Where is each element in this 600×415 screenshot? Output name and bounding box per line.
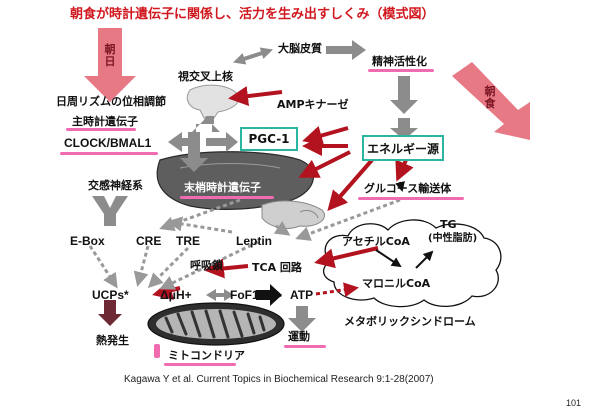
sympathetic-nerve-label: 交感神経系	[88, 179, 143, 192]
page-title: 朝食が時計遺伝子に関係し、活力を生み出すしくみ（模式図）	[70, 7, 435, 22]
heat-production-label: 熱発生	[96, 334, 129, 347]
scn-label: 視交叉上核	[178, 70, 233, 83]
circadian-phase-label: 日周リズムの位相調節	[56, 95, 166, 108]
cre-label: CRE	[136, 234, 162, 248]
energy-source-label: エネルギー源	[366, 141, 439, 156]
mitochondria-label: ミトコンドリア	[168, 349, 245, 362]
delta-mu-h-label: ΔμH+	[160, 288, 192, 302]
mitochondrion-drawing	[147, 302, 285, 346]
peripheral-clock-gene-label: 末梢時計遺伝子	[184, 181, 261, 194]
clock-bmal1-label: CLOCK/BMAL1	[64, 136, 152, 150]
page-number: 101	[566, 398, 582, 408]
dashed-gray-arrows	[88, 198, 401, 290]
underline-exercise	[284, 345, 326, 348]
underline-mitochondria	[164, 363, 236, 366]
cerebral-cortex-label: 大脳皮質	[278, 42, 322, 55]
atp-label: ATP	[290, 288, 314, 302]
tre-label: TRE	[176, 234, 200, 248]
pancreas-drawing	[261, 200, 325, 229]
metabolic-cloud	[323, 219, 502, 308]
underline-mental-activation	[368, 69, 434, 72]
citation: Kagawa Y et al. Current Topics in Bioche…	[124, 374, 434, 385]
acetyl-coa-label: アセチルCoA	[342, 235, 410, 248]
exercise-label: 運動	[288, 330, 310, 343]
pgc1-label: PGC-1	[248, 132, 290, 146]
hypothalamus-drawing	[186, 84, 240, 119]
underline-peripheral-clock	[180, 196, 274, 199]
underline-glucose-transporter	[358, 197, 464, 200]
ebox-label: E-Box	[70, 234, 105, 248]
energy-source-box: エネルギー源	[362, 135, 444, 161]
glucose-transporter-label: グルコース輸送体	[364, 182, 452, 195]
amp-kinase-label: AMPキナーゼ	[277, 98, 349, 111]
fof1-label: FoF1	[230, 288, 259, 302]
pgc1-box: PGC-1	[240, 127, 298, 151]
malonyl-coa-label: マロニルCoA	[362, 277, 431, 290]
tca-cycle-label: TCA 回路	[252, 261, 302, 274]
atp-synthesis-arrow	[256, 284, 282, 306]
breakfast-arrow	[452, 62, 530, 140]
underline-clock-bmal1	[60, 152, 158, 155]
mental-activation-label: 精神活性化	[372, 55, 427, 68]
gray-connector-arrows	[92, 40, 418, 332]
neutral-fat-label: (中性脂肪)	[428, 233, 478, 244]
ucps-label: UCPs*	[92, 288, 129, 302]
metabolic-syndrome-label: メタボリックシンドローム	[344, 315, 476, 328]
morning-sun-arrow	[84, 28, 136, 102]
morning-sun-label: 朝日	[104, 43, 116, 68]
master-clock-gene-label: 主時計遺伝子	[72, 115, 138, 128]
breakfast-label: 朝食	[484, 85, 496, 110]
tg-label: TG	[440, 218, 457, 231]
underline-master-clock	[66, 128, 136, 131]
respiratory-chain-label: 呼吸鎖	[190, 259, 223, 272]
mitochondria-pointer	[154, 344, 160, 358]
leptin-label: Leptin	[236, 234, 272, 248]
